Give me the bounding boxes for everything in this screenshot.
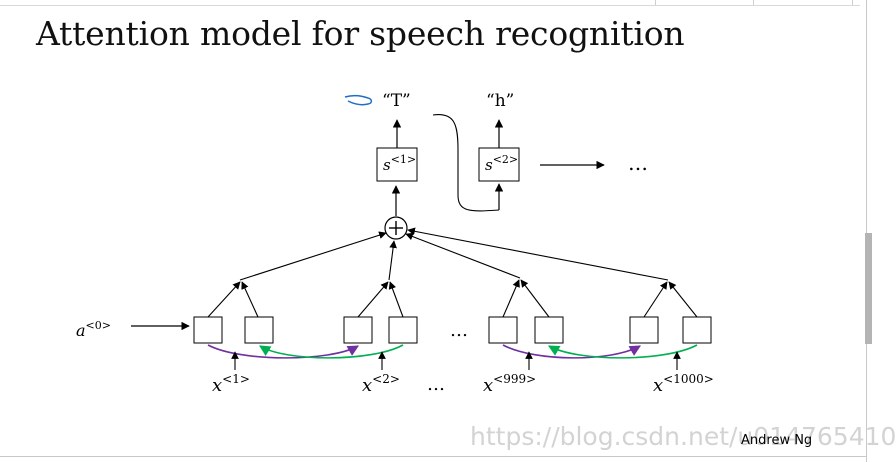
encoder-ellipsis: … <box>450 320 468 341</box>
input-ellipsis: … <box>427 374 445 395</box>
forward-recurrence-2 <box>502 344 641 359</box>
encoder-cell <box>244 316 274 344</box>
encoder-pair-4 <box>629 281 712 344</box>
context-edge-4 <box>407 227 669 281</box>
input-label-3: x<999> <box>483 372 536 396</box>
author-name: Andrew Ng <box>741 433 813 448</box>
context-edge-2 <box>388 240 397 281</box>
slide-title: Attention model for speech recognition <box>36 14 685 53</box>
decoder-state-label-1: s<1> <box>383 153 416 174</box>
encoder-cell <box>534 316 564 344</box>
initial-activation-label: a<0> <box>76 319 111 340</box>
backward-recurrence-1 <box>259 344 404 359</box>
feedback-connector <box>432 114 500 212</box>
encoder-pair-1 <box>193 281 274 344</box>
input-label-1: x<1> <box>212 372 250 396</box>
watermark: https://blog.csdn.net/u014765410 <box>470 422 896 451</box>
ruler-tick <box>753 0 754 5</box>
input-label-4: x<1000> <box>653 372 714 396</box>
decoder-state-box-1 <box>376 147 418 182</box>
encoder-pair-3 <box>488 279 564 344</box>
encoder-cell <box>343 316 373 344</box>
continuation-ellipsis: … <box>628 151 648 175</box>
ruler-tick <box>655 0 656 5</box>
input-label-2: x<2> <box>362 372 400 396</box>
annotation-arrow-icon <box>344 94 373 106</box>
attention-diagram: “T” “h” s<1> s<2> … <box>76 91 714 396</box>
ruler-tick <box>852 0 853 5</box>
encoder-pair-2 <box>343 281 418 344</box>
backward-recurrence-2 <box>548 344 698 359</box>
encoder-cell <box>682 316 712 344</box>
encoder-cell <box>388 316 418 344</box>
context-edge-3 <box>405 232 521 279</box>
slide-bottom-border <box>0 456 867 457</box>
output-label-2: “h” <box>486 91 514 111</box>
encoder-cell <box>488 316 518 344</box>
context-edge-1 <box>239 231 387 281</box>
decoder-state-box-2 <box>478 147 520 182</box>
encoder-cell <box>629 316 659 344</box>
output-label-1: “T” <box>382 91 411 111</box>
slide-right-border <box>866 0 867 462</box>
top-ruler <box>0 0 860 6</box>
scrollbar-thumb[interactable] <box>865 233 872 344</box>
decoder-state-label-2: s<2> <box>485 153 518 174</box>
forward-recurrence-1 <box>207 344 359 359</box>
encoder-cell <box>193 316 223 344</box>
